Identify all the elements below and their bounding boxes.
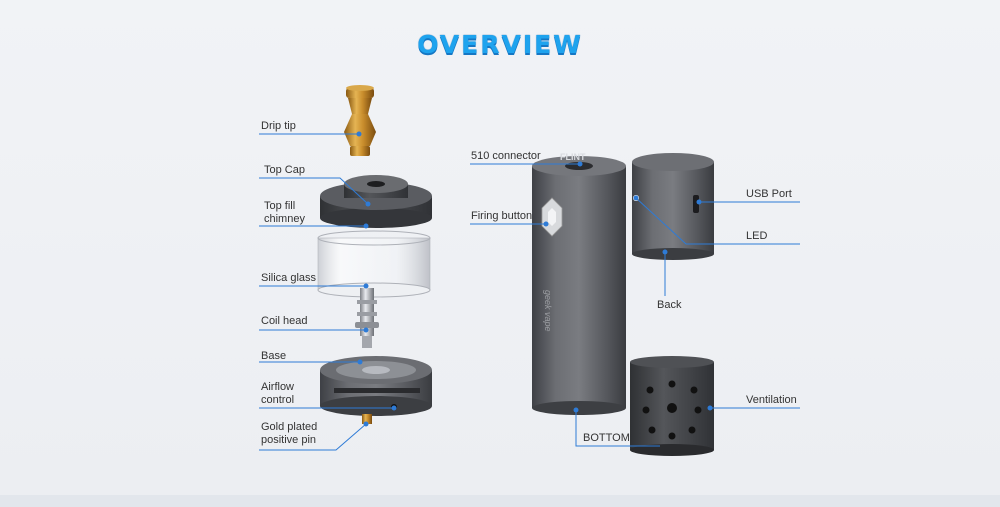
label-airflow-1: Airflow [261, 381, 295, 393]
label-top-fill-1: Top fill [264, 200, 296, 212]
label-gold-2: positive pin [261, 434, 317, 446]
label-top-cap: Top Cap [264, 164, 305, 176]
label-gold-1: Gold plated [261, 421, 318, 433]
drip-tip-part [344, 85, 376, 156]
callout-dots [356, 131, 713, 427]
mod-back-part [632, 153, 714, 260]
label-back: Back [657, 299, 682, 311]
callout-lines [259, 133, 800, 451]
label-usb-port: USB Port [746, 188, 792, 200]
label-top-fill-2: chimney [264, 213, 305, 225]
mod-body-part [532, 156, 626, 415]
label-coil-head: Coil head [261, 315, 308, 327]
page-title: OVERVIEW [417, 30, 583, 59]
footer-strip [0, 495, 1000, 507]
side-text: geek vape [543, 290, 553, 332]
base-part [320, 356, 432, 424]
label-bottom: BOTTOM [583, 432, 630, 444]
label-silica-glass: Silica glass [261, 272, 317, 284]
label-led: LED [746, 230, 768, 242]
label-firing-button: Firing button [471, 210, 533, 222]
brand-text: FLINT [560, 152, 586, 162]
label-510-connector: 510 connector [471, 150, 541, 162]
coil-head-part [355, 288, 379, 348]
label-base: Base [261, 350, 287, 362]
label-ventilation: Ventilation [746, 394, 797, 406]
label-airflow-2: control [261, 394, 295, 406]
label-drip-tip: Drip tip [261, 120, 296, 132]
silica-glass-part [317, 230, 431, 298]
top-cap-part [320, 175, 432, 228]
mod-bottom-part [630, 356, 714, 456]
